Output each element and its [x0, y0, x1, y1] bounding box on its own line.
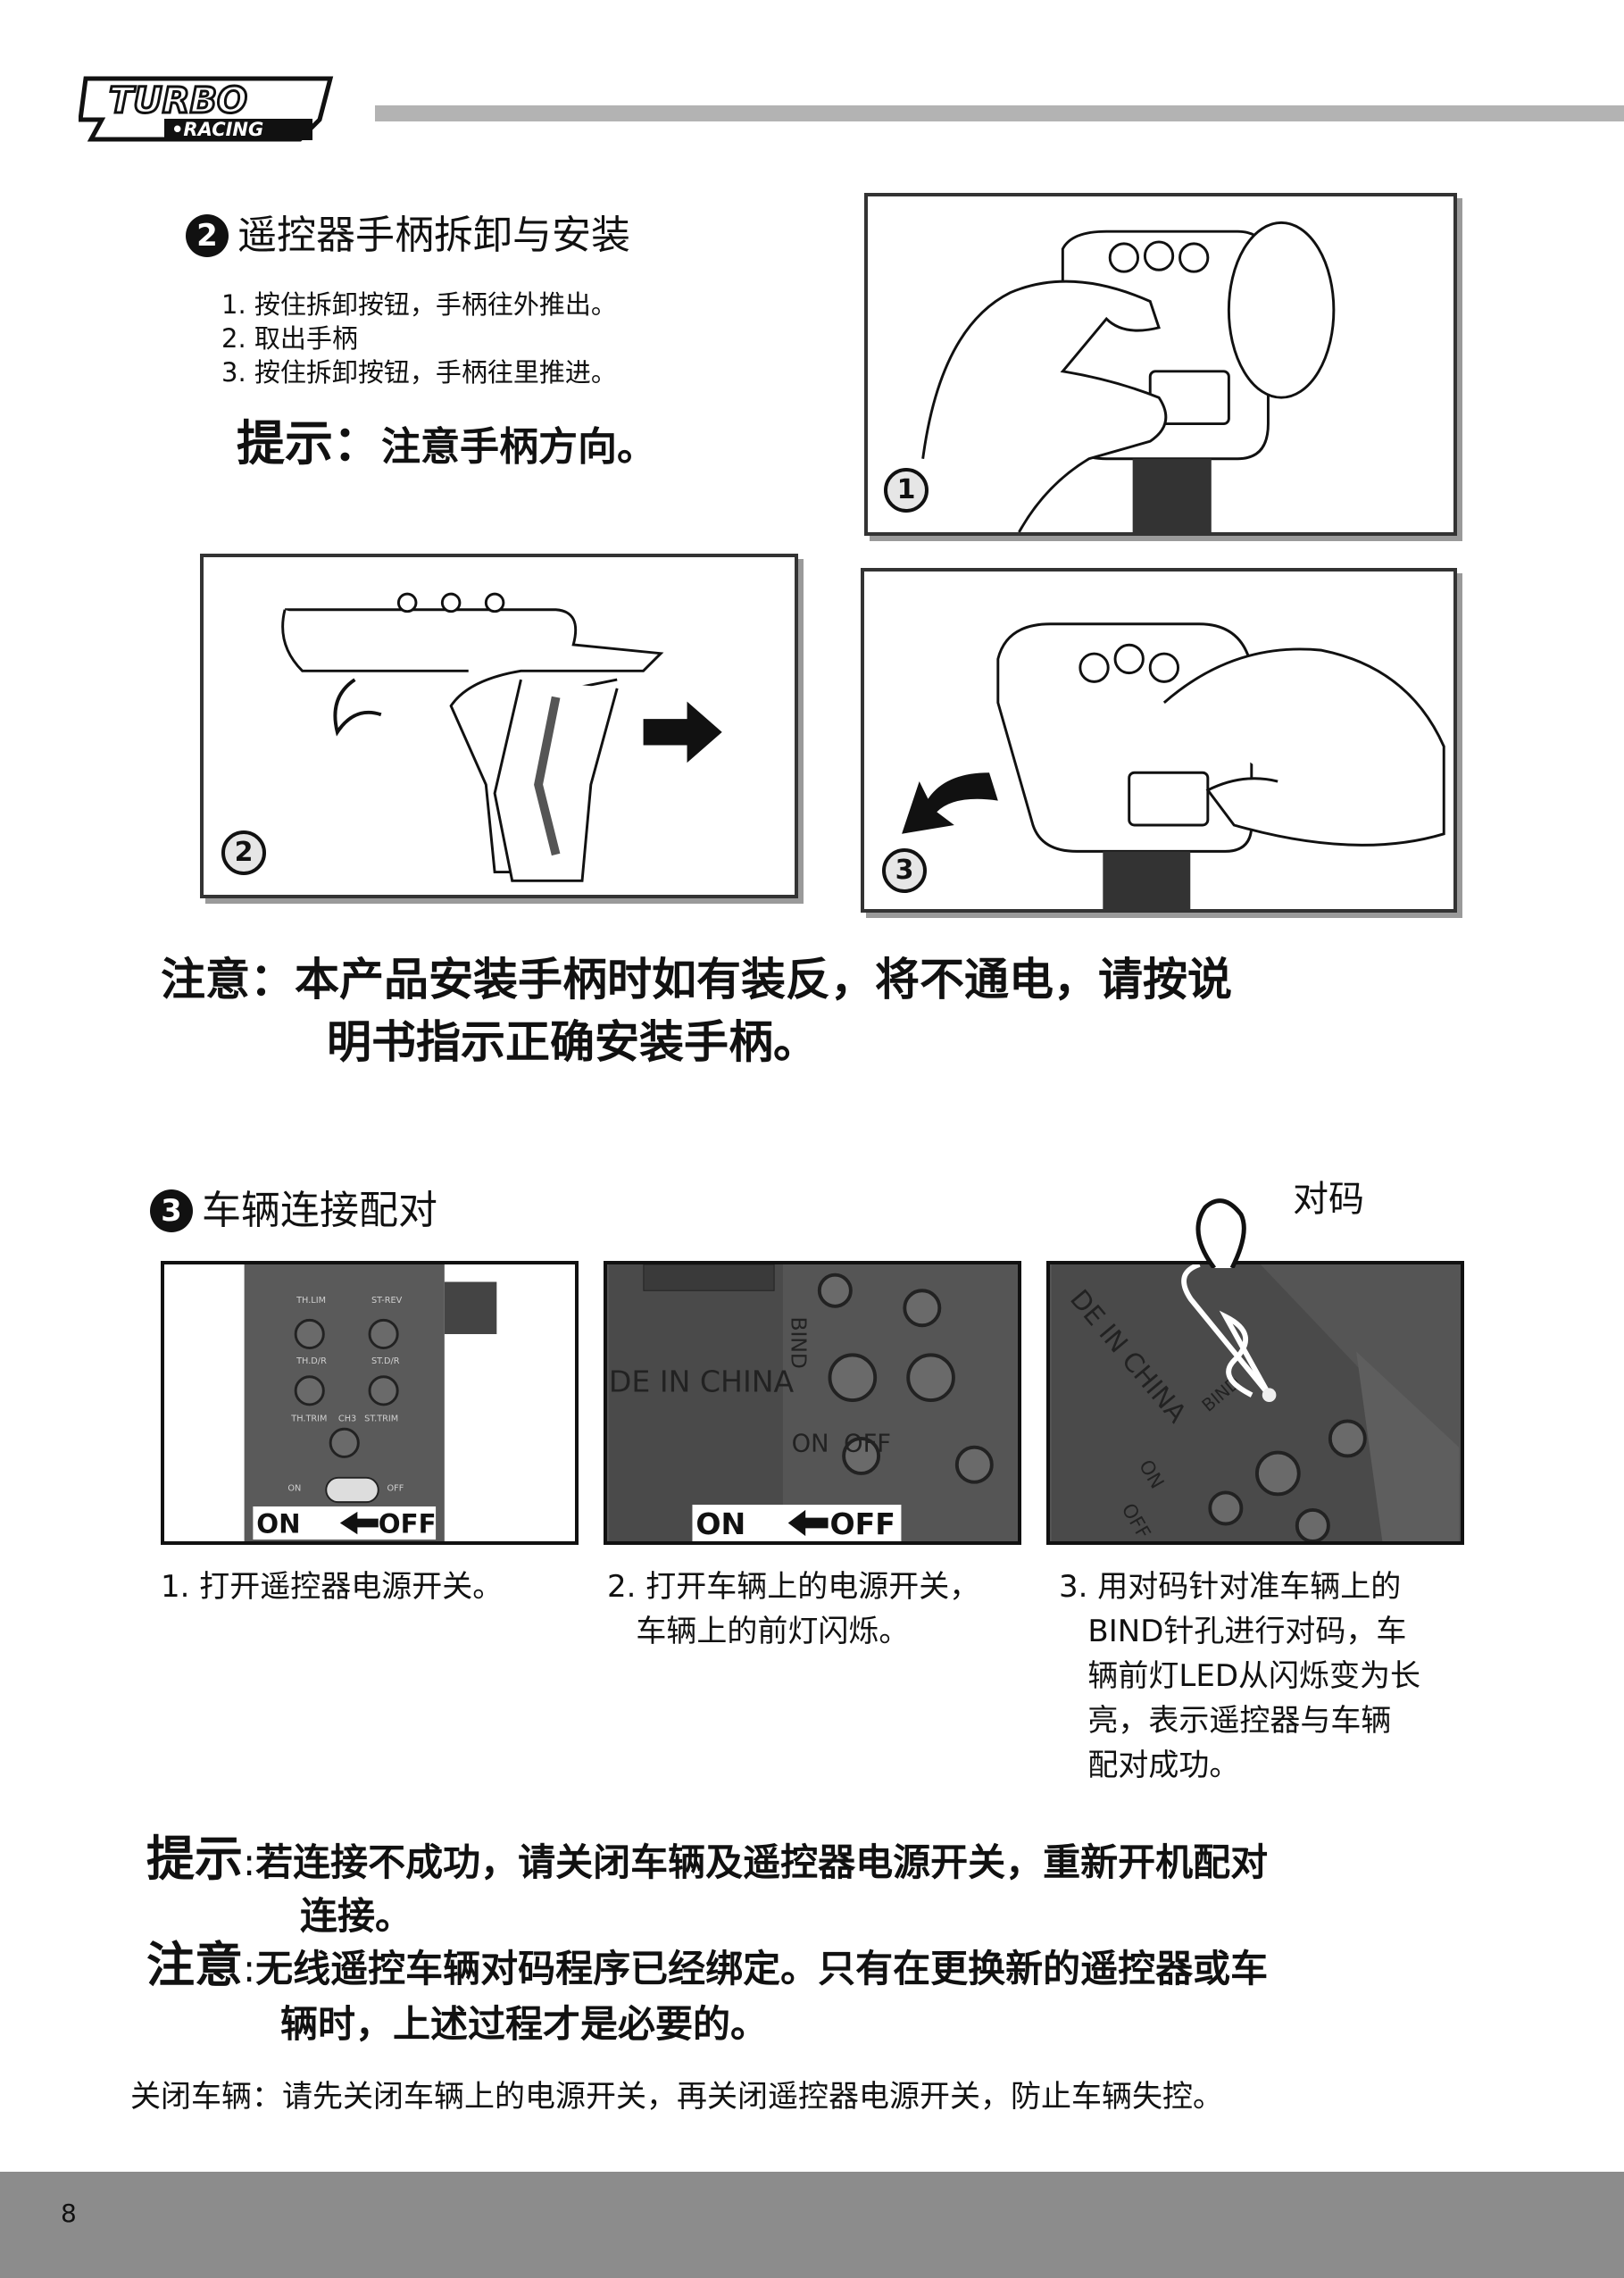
step-1: 1. 按住拆卸按钮，手柄往外推出。 [221, 289, 617, 320]
caption-1: 1. 打开遥控器电源开关。 [161, 1565, 503, 1609]
header-bar [375, 105, 1624, 121]
figure-1-illustration [921, 221, 1336, 532]
section2-title: 遥控器手柄拆卸与安装 [237, 213, 630, 258]
figure-1: 1 [864, 193, 1457, 536]
bottom-note-line-2: 辆时，上述过程才是必要的。 [280, 2002, 769, 2046]
label-off: OFF [387, 1483, 404, 1493]
caption-3-line-3: 辆前灯LED从闪烁变为长 [1059, 1658, 1421, 1694]
photo-vehicle-switch: DE IN CHINA BIND ON OFF ON OFF [604, 1261, 1021, 1545]
caption-1-line-1: 1. 打开遥控器电源开关。 [161, 1569, 504, 1605]
tip-label: 提示： [237, 415, 381, 471]
page-number: 8 [61, 2199, 77, 2228]
photo2-bind: BIND [787, 1316, 812, 1368]
turbo-racing-logo: TURBO •RACING [78, 70, 337, 146]
bottom-note-colon: : [243, 1947, 256, 1990]
caption-3-line-1: 3. 用对码针对准车辆上的 [1059, 1569, 1402, 1605]
section2-tip: 提示：注意手柄方向。 [237, 404, 656, 474]
label-on: ON [287, 1483, 301, 1493]
section3-number: 3 [150, 1189, 193, 1232]
bind-pin-top-icon [1195, 1198, 1246, 1268]
label-st-rev: ST-REV [371, 1296, 403, 1306]
photo-2-illustration: DE IN CHINA BIND ON OFF ON OFF [608, 1264, 994, 1541]
switch-on-label: ON [695, 1506, 745, 1541]
photo2-made-in: DE IN CHINA [609, 1364, 795, 1398]
photo-transmitter-switch: TH.LIM ST-REV TH.D/R ST.D/R TH.TRIM CH3 … [161, 1261, 579, 1545]
caption-3-line-2: BIND针孔进行对码，车 [1059, 1614, 1407, 1649]
note-label: 注意： [161, 954, 295, 1005]
figure-3-illustration [902, 622, 1445, 909]
label-th-lim: TH.LIM [296, 1296, 326, 1306]
bottom-tip: 提示:若连接不成功，请关闭车辆及遥控器电源开关，重新开机配对 连接。 [146, 1832, 1268, 1943]
label-th-trim: TH.TRIM [290, 1414, 327, 1423]
bind-callout: 对码 [1293, 1179, 1364, 1220]
photo-3-illustration: DE IN CHINA BIND ON OFF [1051, 1264, 1460, 1541]
figure-badge-1: 1 [884, 468, 929, 513]
switch-on-label: ON [256, 1508, 300, 1539]
label-st-dr: ST.D/R [371, 1356, 400, 1366]
bottom-note-line-1: 无线遥控车辆对码程序已经绑定。只有在更换新的遥控器或车 [255, 1947, 1269, 1990]
caption-2-line-1: 2. 打开车辆上的电源开关， [607, 1569, 980, 1605]
figure-badge-3: 3 [882, 848, 927, 893]
switch-off-label: OFF [379, 1508, 437, 1539]
section3-title: 车辆连接配对 [202, 1188, 437, 1233]
figure-2-illustration [281, 592, 722, 882]
caption-2: 2. 打开车辆上的电源开关， 车辆上的前灯闪烁。 [607, 1565, 979, 1654]
section2-steps: 1. 按住拆卸按钮，手柄往外推出。 2. 取出手柄 3. 按住拆卸按钮，手柄往里… [221, 288, 617, 389]
figure-badge-2: 2 [221, 830, 266, 875]
caption-3-line-5: 配对成功。 [1059, 1748, 1240, 1783]
note-line-2: 明书指示正确安装手柄。 [327, 1016, 818, 1068]
label-th-dr: TH.D/R [296, 1356, 327, 1366]
logo-top-text: TURBO [109, 80, 247, 121]
figure-2: 2 [200, 554, 798, 898]
photo-bind-pin: DE IN CHINA BIND ON OFF [1046, 1261, 1464, 1545]
photo-1-illustration: TH.LIM ST-REV TH.D/R ST.D/R TH.TRIM CH3 … [244, 1264, 497, 1541]
bottom-note: 注意:无线遥控车辆对码程序已经绑定。只有在更换新的遥控器或车 辆时，上述过程才是… [146, 1938, 1268, 2052]
step-3: 3. 按住拆卸按钮，手柄往里推进。 [221, 357, 617, 388]
caption-3: 3. 用对码针对准车辆上的 BIND针孔进行对码，车 辆前灯LED从闪烁变为长 … [1059, 1565, 1420, 1788]
close-vehicle-text: 关闭车辆：请先关闭车辆上的电源开关，再关闭遥控器电源开关，防止车辆失控。 [130, 2079, 1223, 2115]
section2-note: 注意：本产品安装手柄时如有装反，将不通电，请按说 明书指示正确安装手柄。 [161, 948, 1232, 1073]
photo2-off: OFF [844, 1431, 891, 1458]
label-ch3: CH3 [338, 1414, 356, 1423]
bottom-tip-label: 提示 [146, 1831, 243, 1887]
section2-number: 2 [186, 214, 229, 257]
caption-2-line-2: 车辆上的前灯闪烁。 [607, 1614, 910, 1649]
bottom-tip-line-1: 若连接不成功，请关闭车辆及遥控器电源开关，重新开机配对 [255, 1840, 1269, 1884]
bottom-note-label: 注意 [146, 1937, 243, 1993]
caption-3-line-4: 亮，表示遥控器与车辆 [1059, 1703, 1392, 1739]
bottom-tip-colon: : [243, 1840, 256, 1884]
footer-bar [0, 2172, 1624, 2278]
logo-bottom-text: •RACING [171, 119, 263, 140]
switch-off-label: OFF [829, 1506, 895, 1541]
photo2-on: ON [792, 1431, 829, 1458]
step-2: 2. 取出手柄 [221, 323, 358, 354]
note-line-1: 本产品安装手柄时如有装反，将不通电，请按说 [295, 954, 1232, 1005]
figure-3: 3 [861, 568, 1457, 913]
label-st-trim: ST.TRIM [364, 1414, 398, 1423]
bottom-tip-line-2: 连接。 [300, 1894, 413, 1938]
tip-text: 注意手柄方向。 [381, 424, 656, 470]
